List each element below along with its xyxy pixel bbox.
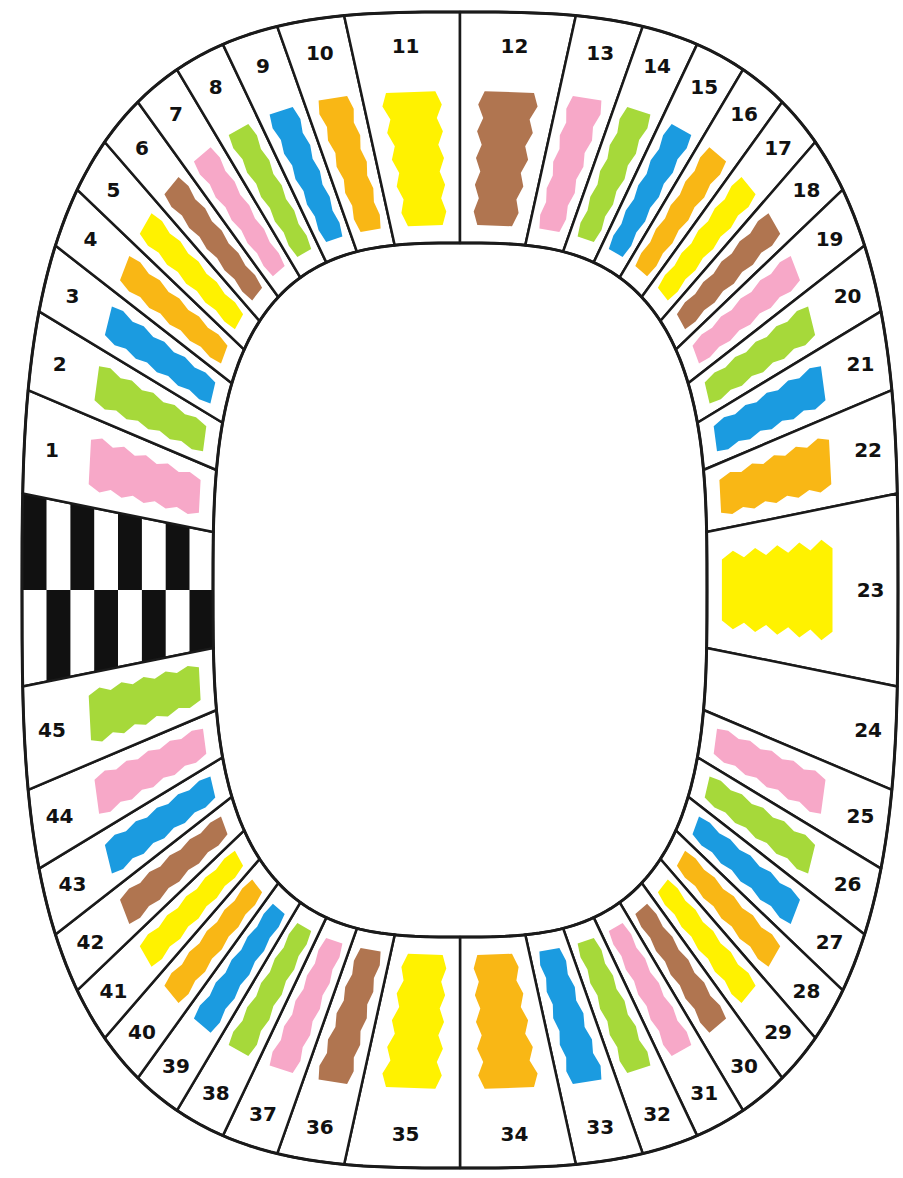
space-number: 12	[500, 36, 528, 56]
space-number: 31	[690, 1083, 718, 1103]
space-number: 45	[38, 720, 66, 740]
space-number: 32	[643, 1104, 671, 1124]
space-number: 42	[76, 932, 104, 952]
space-number: 5	[107, 180, 121, 200]
track-space	[460, 935, 576, 1168]
space-number: 40	[128, 1022, 156, 1042]
space-number: 33	[586, 1117, 614, 1137]
checkered-start	[70, 503, 94, 590]
space-number: 13	[586, 43, 614, 63]
color-mark	[474, 954, 538, 1089]
space-number: 39	[162, 1056, 190, 1076]
space-number: 7	[169, 104, 183, 124]
space-number: 28	[793, 981, 821, 1001]
space-number: 37	[249, 1104, 277, 1124]
space-number: 29	[764, 1022, 792, 1042]
space-number: 20	[834, 286, 862, 306]
space-number: 23	[857, 580, 885, 600]
checkered-start	[94, 590, 118, 672]
space-number: 17	[764, 138, 792, 158]
space-number: 1	[45, 440, 59, 460]
space-number: 15	[690, 77, 718, 97]
space-number: 8	[209, 77, 223, 97]
space-number: 2	[53, 354, 67, 374]
space-number: 26	[834, 874, 862, 894]
space-number: 3	[65, 286, 79, 306]
color-mark	[382, 91, 446, 226]
checkered-start	[118, 513, 142, 590]
checkered-start	[23, 494, 47, 590]
space-number: 34	[500, 1124, 528, 1144]
color-mark	[722, 540, 833, 641]
space-number: 4	[83, 229, 97, 249]
inner-border	[213, 243, 707, 937]
space-number: 25	[846, 806, 874, 826]
space-number: 41	[100, 981, 128, 1001]
checkered-start	[190, 590, 214, 653]
checkered-start	[142, 590, 166, 662]
space-number: 16	[730, 104, 758, 124]
color-mark	[474, 91, 538, 226]
space-number: 30	[730, 1056, 758, 1076]
track-space	[23, 648, 217, 790]
color-mark	[382, 954, 446, 1089]
space-number: 11	[392, 36, 420, 56]
space-number: 6	[135, 138, 149, 158]
color-mark	[719, 439, 831, 514]
track-space	[344, 12, 460, 245]
space-number: 35	[392, 1124, 420, 1144]
space-number: 9	[256, 56, 270, 76]
space-number: 10	[306, 43, 334, 63]
space-number: 38	[202, 1083, 230, 1103]
space-number: 43	[58, 874, 86, 894]
space-number: 19	[816, 229, 844, 249]
color-mark	[89, 666, 201, 741]
space-number: 18	[793, 180, 821, 200]
space-number: 27	[816, 932, 844, 952]
checkered-start	[47, 590, 71, 682]
space-number: 24	[854, 720, 882, 740]
space-number: 36	[306, 1117, 334, 1137]
space-number: 21	[846, 354, 874, 374]
outer-border	[22, 12, 898, 1168]
checkered-start	[166, 523, 190, 591]
space-number: 22	[854, 440, 882, 460]
space-number: 14	[643, 56, 671, 76]
space-number: 44	[46, 806, 74, 826]
